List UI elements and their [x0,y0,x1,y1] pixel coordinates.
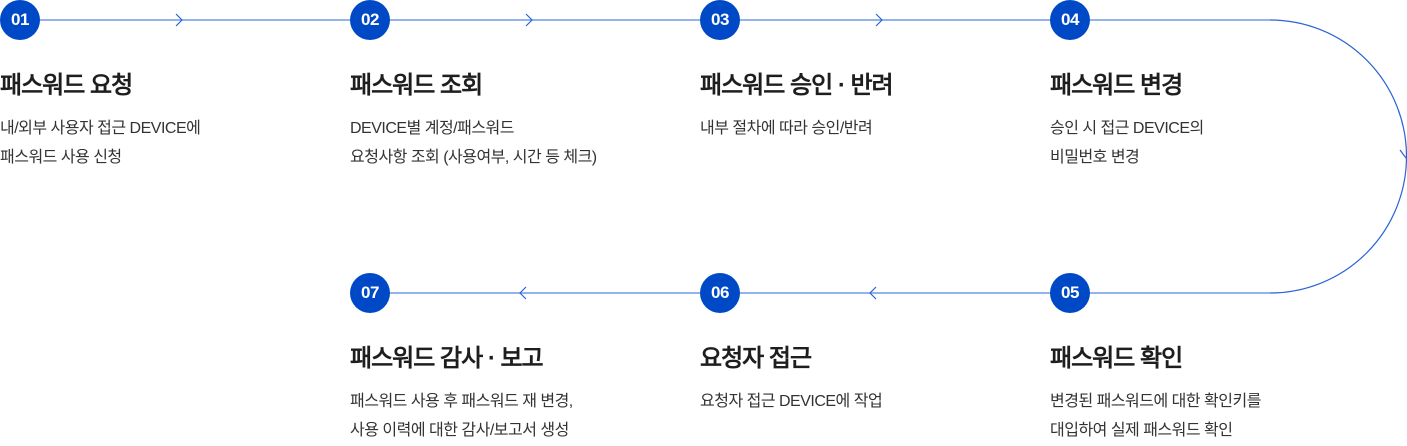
step-title: 패스워드 조회 [350,72,483,99]
arrow-right-icon [175,13,183,27]
step-title: 패스워드 승인 · 반려 [700,72,894,99]
step-title: 패스워드 확인 [1050,345,1183,372]
step-06: 요청자 접근 요청자 접근 DEVICE에 작업 [700,344,1020,416]
step-badge-06: 06 [700,273,740,313]
step-description: 변경된 패스워드에 대한 확인키를 대입하여 실제 패스워드 확인 [1050,387,1370,445]
step-title: 패스워드 변경 [1050,72,1183,99]
desc-line: 요청사항 조회 (사용여부, 시간 등 체크) [350,149,597,166]
step-badge-07: 07 [350,273,390,313]
step-description: 패스워드 사용 후 패스워드 재 변경, 사용 이력에 대한 감사/보고서 생성 [350,387,670,445]
arrow-left-icon [519,286,527,300]
desc-line: 패스워드 사용 신청 [0,149,122,166]
step-description: 요청자 접근 DEVICE에 작업 [700,387,1020,416]
step-badge-05: 05 [1050,273,1090,313]
arrow-right-icon [875,13,883,27]
desc-line: 변경된 패스워드에 대한 확인키를 [1050,393,1261,410]
step-title: 패스워드 요청 [0,72,133,99]
step-02: 패스워드 조회 DEVICE별 계정/패스워드 요청사항 조회 (사용여부, 시… [350,71,670,172]
desc-line: 내부 절차에 따라 승인/반려 [700,120,873,137]
step-07: 패스워드 감사 · 보고 패스워드 사용 후 패스워드 재 변경, 사용 이력에… [350,344,670,445]
step-description: DEVICE별 계정/패스워드 요청사항 조회 (사용여부, 시간 등 체크) [350,114,670,172]
step-badge-02: 02 [350,0,390,40]
arrow-left-icon [869,286,877,300]
step-05: 패스워드 확인 변경된 패스워드에 대한 확인키를 대입하여 실제 패스워드 확… [1050,344,1370,445]
desc-line: 승인 시 접근 DEVICE의 [1050,120,1204,137]
step-description: 승인 시 접근 DEVICE의 비밀번호 변경 [1050,114,1370,172]
step-description: 내부 절차에 따라 승인/반려 [700,114,1020,143]
step-badge-01: 01 [0,0,40,40]
step-03: 패스워드 승인 · 반려 내부 절차에 따라 승인/반려 [700,71,1020,143]
step-badge-03: 03 [700,0,740,40]
desc-line: 요청자 접근 DEVICE에 작업 [700,393,883,410]
step-title: 요청자 접근 [700,345,812,372]
desc-line: 대입하여 실제 패스워드 확인 [1050,422,1233,439]
step-01: 패스워드 요청 내/외부 사용자 접근 DEVICE에 패스워드 사용 신청 [0,71,320,172]
desc-line: 사용 이력에 대한 감사/보고서 생성 [350,422,569,439]
arrow-down-icon [1399,149,1407,159]
desc-line: 비밀번호 변경 [1050,149,1140,166]
desc-line: 패스워드 사용 후 패스워드 재 변경, [350,393,573,410]
step-title: 패스워드 감사 · 보고 [350,345,544,372]
step-04: 패스워드 변경 승인 시 접근 DEVICE의 비밀번호 변경 [1050,71,1370,172]
desc-line: 내/외부 사용자 접근 DEVICE에 [0,120,201,137]
arrow-right-icon [525,13,533,27]
step-badge-04: 04 [1050,0,1090,40]
step-description: 내/외부 사용자 접근 DEVICE에 패스워드 사용 신청 [0,114,320,172]
desc-line: DEVICE별 계정/패스워드 [350,120,515,137]
